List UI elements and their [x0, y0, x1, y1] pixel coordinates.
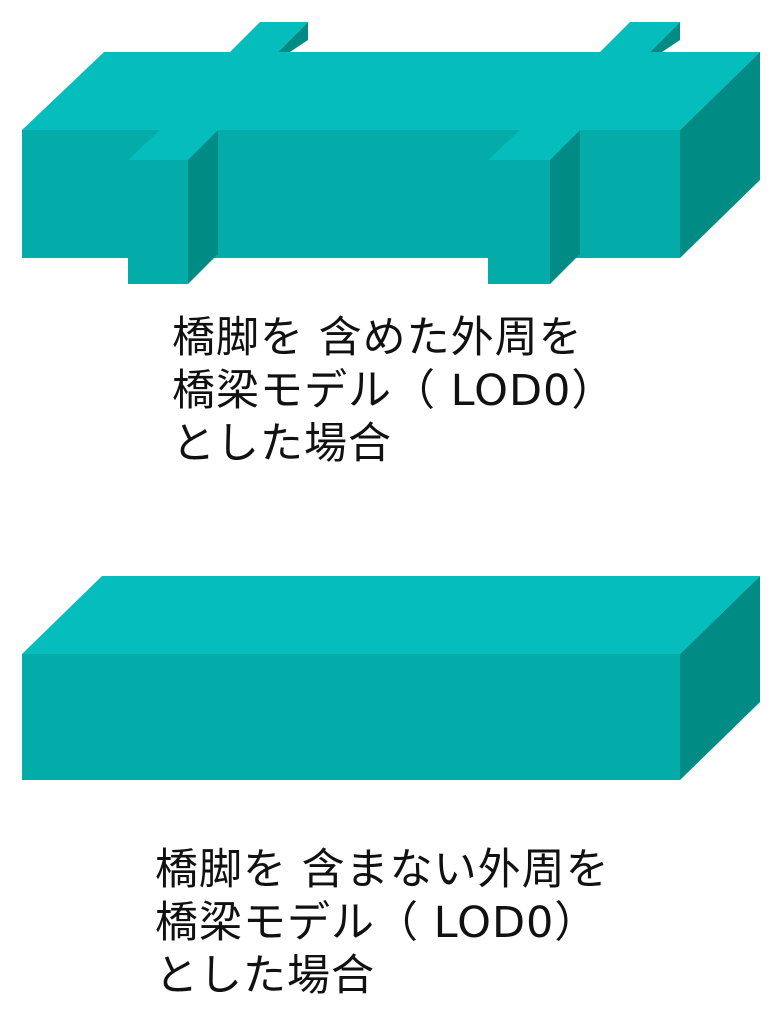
- pier-right-front-near: [488, 160, 550, 284]
- pier-right-side-far: [650, 22, 680, 52]
- pier-right-top-near: [488, 130, 580, 160]
- deck-front-face: [22, 130, 680, 258]
- deck-side-face: [680, 52, 760, 258]
- bridge-model-without-piers: [0, 560, 784, 800]
- caption-line: とした場合: [155, 951, 375, 1001]
- pier-left-top-far: [230, 22, 308, 52]
- pier-left-side-near: [188, 130, 218, 284]
- pier-left-front-near: [128, 160, 188, 284]
- caption-line: 橋梁モデル（ LOD0）: [172, 366, 616, 416]
- pier-right-side-near: [550, 130, 580, 284]
- deck-front-face: [22, 654, 680, 780]
- caption-line: 橋梁モデル（ LOD0）: [155, 898, 599, 948]
- caption-line: 橋脚を 含めた外周を: [172, 313, 583, 363]
- bridge-model-with-piers: [0, 0, 784, 300]
- bridge-without-piers-drawing: [22, 576, 760, 780]
- deck-top-face: [22, 576, 760, 654]
- deck-side-face: [680, 576, 760, 780]
- pier-right-top-far: [600, 22, 680, 52]
- caption-line: 橋脚を 含まない外周を: [155, 845, 610, 895]
- caption-line: とした場合: [172, 419, 392, 469]
- caption-without-piers: 橋脚を 含まない外周を 橋梁モデル（ LOD0） とした場合: [155, 844, 610, 1003]
- bridge-with-piers-drawing: [22, 22, 760, 284]
- deck-top-face: [22, 52, 760, 130]
- pier-left-side-far: [278, 22, 308, 52]
- caption-with-piers: 橋脚を 含めた外周を 橋梁モデル（ LOD0） とした場合: [172, 312, 615, 471]
